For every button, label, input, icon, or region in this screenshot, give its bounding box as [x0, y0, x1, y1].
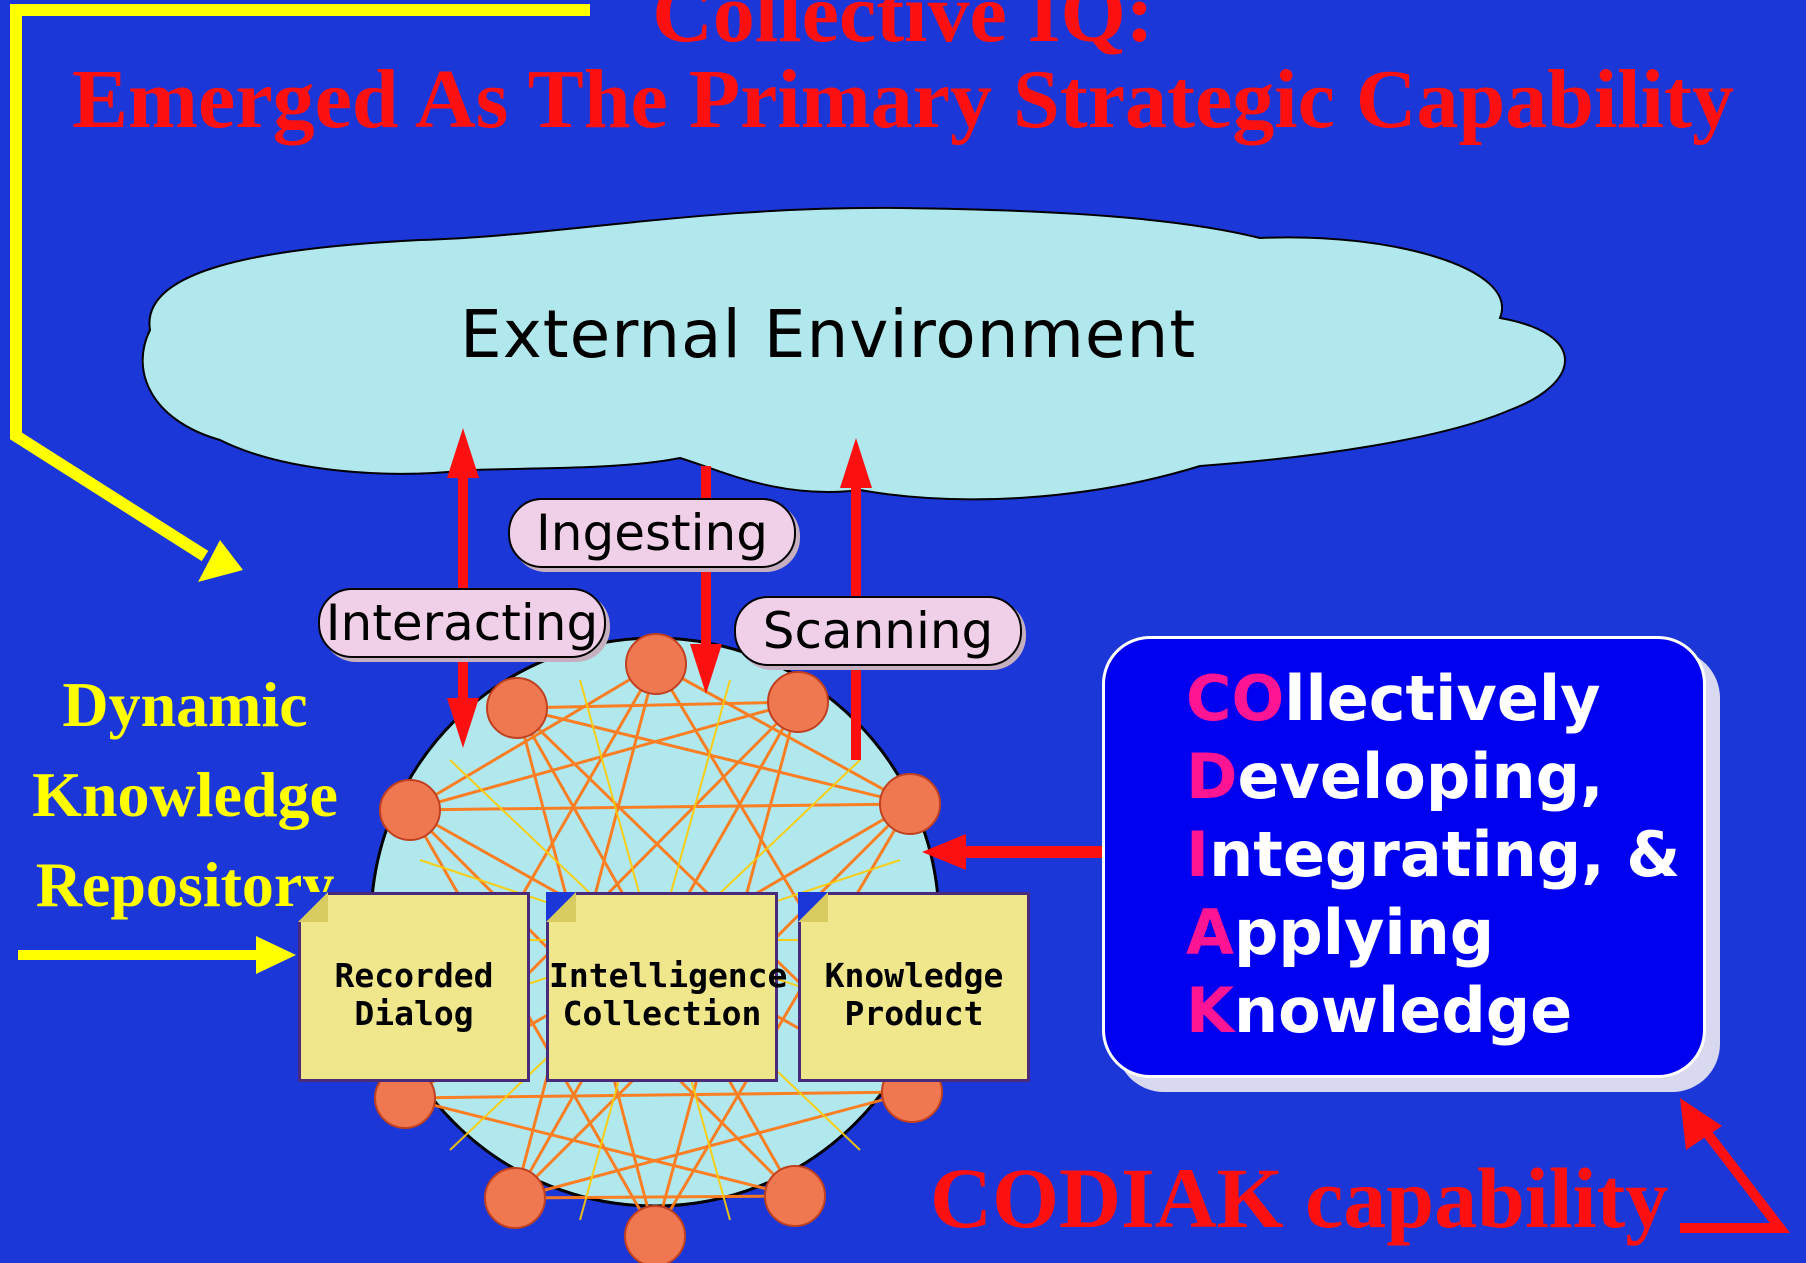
dynamic-knowledge-repository-label: Dynamic Knowledge Repository: [0, 660, 370, 930]
folded-corner-icon: [546, 892, 576, 922]
ingesting-label: Ingesting: [508, 498, 796, 568]
document-recorded-dialog: Recorded Dialog: [298, 892, 530, 1082]
codiak-capability-connector: [1680, 1120, 1791, 1233]
codiak-capability-arrowhead: [1680, 1098, 1722, 1150]
doc-line-2: Product: [844, 994, 984, 1033]
yellow-arrowhead-top: [198, 540, 243, 582]
doc-line-2: Collection: [562, 994, 762, 1033]
scanning-label: Scanning: [734, 596, 1022, 666]
repository-line-2: Knowledge: [32, 759, 338, 830]
codiak-arrowhead: [922, 834, 966, 870]
yellow-connector-line: [10, 4, 590, 562]
doc-line-2: Dialog: [354, 994, 474, 1033]
codiak-line-applying: Applying: [1186, 896, 1495, 969]
doc-line-1: Knowledge: [824, 956, 1004, 995]
repository-input-arrowhead: [256, 936, 296, 974]
interacting-arrowhead-up: [447, 428, 479, 478]
document-intelligence-collection: Intelligence Collection: [546, 892, 788, 1082]
doc-line-1: Intelligence: [549, 956, 788, 995]
codiak-capability-caption: CODIAK capability: [930, 1150, 1669, 1246]
codiak-line-knowledge: Knowledge: [1186, 974, 1573, 1047]
repository-line-3: Repository: [35, 849, 335, 920]
interacting-arrowhead-down: [447, 698, 479, 748]
codiak-line-integrating: Integrating, &: [1186, 818, 1681, 891]
title-line-1: Collective IQ:: [652, 0, 1154, 60]
codiak-line-collectively: COllectively: [1186, 662, 1601, 735]
codiak-line-developing: Developing,: [1186, 740, 1604, 813]
folded-corner-icon: [798, 892, 828, 922]
codiak-definition-box: [1102, 636, 1706, 1078]
scanning-arrowhead: [840, 438, 872, 488]
folded-corner-icon: [298, 892, 328, 922]
title-line-2: Emerged As The Primary Strategic Capabil…: [72, 53, 1734, 146]
doc-line-1: Recorded: [334, 956, 494, 995]
external-environment-label: External Environment: [460, 296, 1197, 373]
interacting-label: Interacting: [318, 588, 606, 658]
repository-line-1: Dynamic: [62, 669, 308, 740]
ingesting-arrowhead: [690, 644, 722, 694]
document-knowledge-product: Knowledge Product: [798, 892, 1030, 1082]
